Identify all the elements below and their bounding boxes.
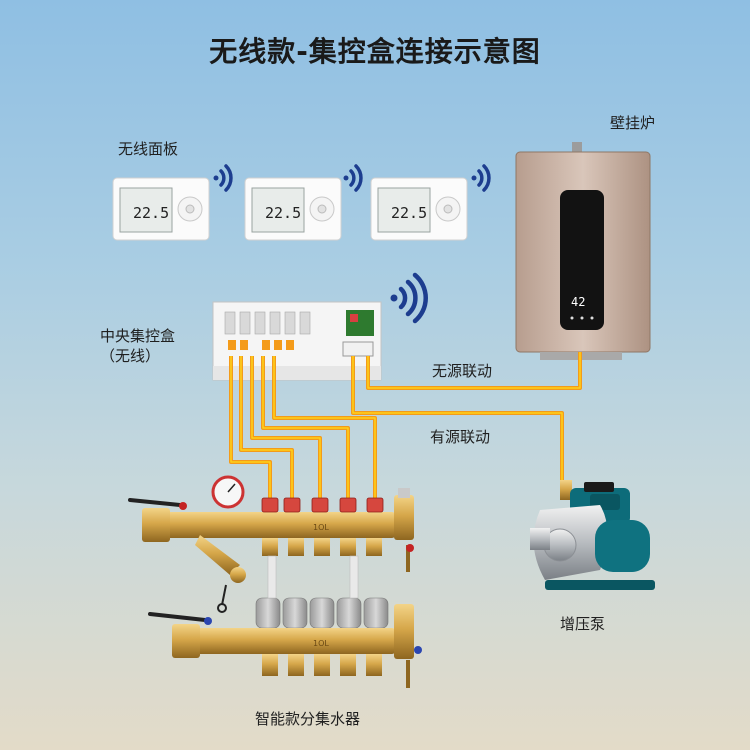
- central-box-label: 中央集控盒: [100, 327, 176, 345]
- booster-pump: [530, 480, 655, 590]
- wifi-icon: [343, 164, 363, 192]
- wires: [229, 352, 582, 498]
- boiler-display: 42: [571, 295, 585, 309]
- thermostat-temp: 22.5: [265, 204, 301, 222]
- page-title: 无线款-集控盒连接示意图: [209, 35, 541, 68]
- central-box-sublabel: （无线）: [100, 347, 161, 365]
- wifi-icon: [390, 272, 428, 324]
- boiler-label: 壁挂炉: [610, 114, 656, 132]
- thermostat-1: 22.5: [112, 177, 210, 241]
- passive-link-label: 无源联动: [432, 362, 493, 380]
- thermostat-3: 22.5: [370, 177, 468, 241]
- manifold-return: 1OL: [148, 555, 422, 688]
- manifold-marking: 1OL: [313, 523, 329, 532]
- pump-label: 增压泵: [560, 615, 606, 633]
- thermostat-2: 22.5: [244, 177, 342, 241]
- active-link-label: 有源联动: [430, 428, 491, 446]
- central-control-box: [212, 301, 382, 381]
- wifi-icon: [471, 164, 491, 192]
- manifold-supply: 1OL: [128, 475, 414, 613]
- manifold-marking: 1OL: [313, 639, 329, 648]
- panels-label: 无线面板: [118, 140, 179, 158]
- thermostat-temp: 22.5: [133, 204, 169, 222]
- wall-boiler: 42: [515, 142, 651, 360]
- thermostat-temp: 22.5: [391, 204, 427, 222]
- manifold-label: 智能款分集水器: [255, 710, 361, 728]
- wifi-icon: [213, 164, 233, 192]
